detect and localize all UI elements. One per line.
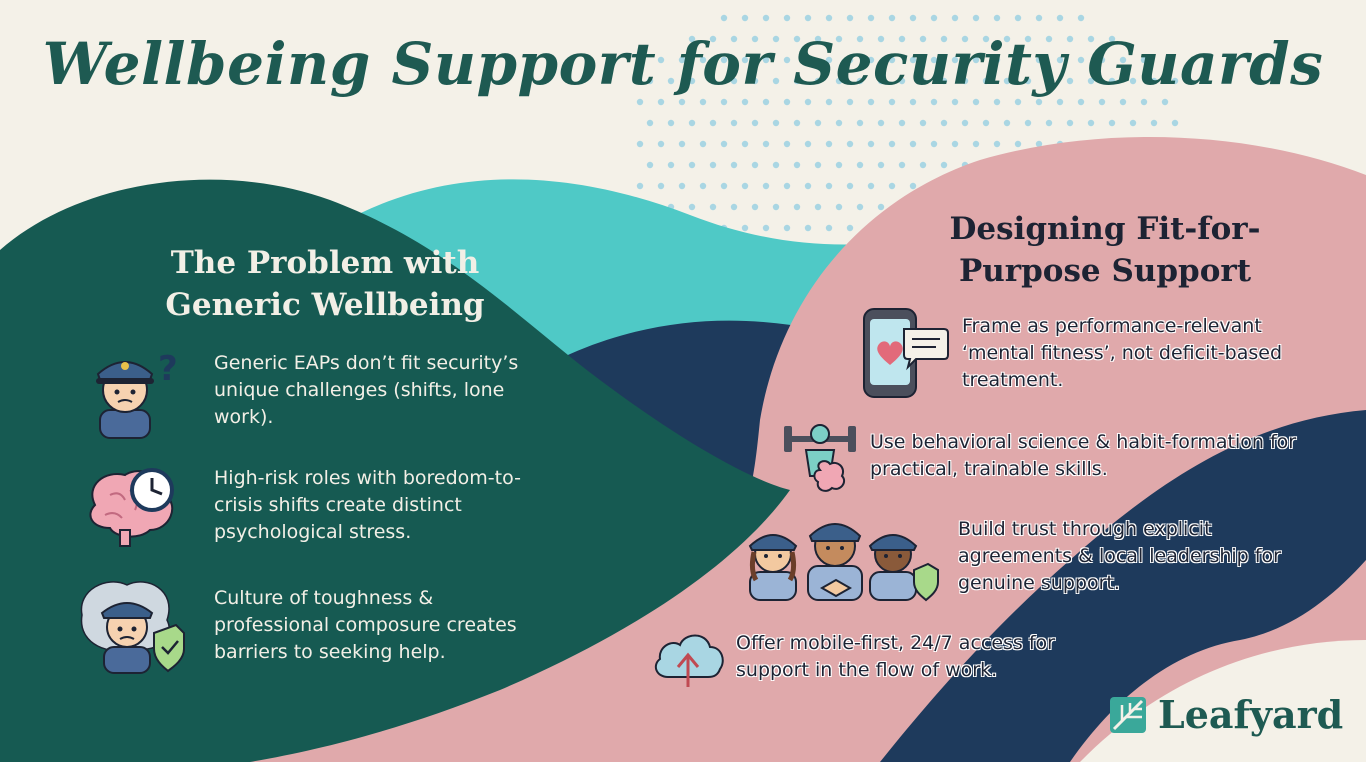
leaf-logo-icon <box>1110 696 1146 733</box>
dark-teal-wave <box>0 179 790 762</box>
brand-name: Leafyard <box>1158 692 1344 737</box>
solution-item: Use behavioral science & habit-formation… <box>782 418 1322 494</box>
problem-heading-line1: The Problem with <box>170 245 480 281</box>
solution-text: Frame as performance-relevant ‘mental fi… <box>962 314 1283 391</box>
solution-item: Frame as performance-relevant ‘mental fi… <box>860 305 1330 401</box>
solution-heading-line2: Purpose Support <box>958 253 1252 289</box>
problem-heading-line2: Generic Wellbeing <box>165 287 485 323</box>
page-title: Wellbeing Support for Security Guards <box>42 30 1324 98</box>
cream-corner <box>1080 640 1366 762</box>
problem-item: High-risk roles with boredom-to-crisis s… <box>80 460 560 550</box>
navy-bottom-wave <box>880 410 1366 762</box>
dumbbell-brain-icon <box>784 424 856 492</box>
guard-team-handshake-icon <box>748 523 939 602</box>
phone-heart-icon <box>863 308 949 398</box>
cloud-upload-icon <box>654 634 724 687</box>
problem-item: ? Generic EAPs don’t fit security’s uniq… <box>80 340 560 440</box>
solution-heading: Designing Fit-for- Purpose Support <box>900 208 1310 292</box>
problem-text: Culture of toughness & professional comp… <box>214 586 517 663</box>
problem-item: Culture of toughness & professional comp… <box>72 575 562 675</box>
svg-text:?: ? <box>158 349 178 389</box>
solution-text: Offer mobile-first, 24/7 access for supp… <box>736 632 1055 681</box>
solution-heading-line1: Designing Fit-for- <box>949 211 1261 247</box>
stressed-guard-shield-icon <box>80 581 185 674</box>
brand-logo: Leafyard <box>1108 692 1343 737</box>
solution-item: Build trust through explicit agreements … <box>742 510 1302 602</box>
confused-guard-icon: ? <box>96 349 178 439</box>
solution-text: Build trust through explicit agreements … <box>958 517 1281 594</box>
problem-text: Generic EAPs don’t fit security’s unique… <box>214 351 519 428</box>
brain-clock-icon <box>89 468 174 547</box>
solution-text: Use behavioral science & habit-formation… <box>870 431 1297 480</box>
solution-item: Offer mobile-first, 24/7 access for supp… <box>650 625 1090 689</box>
problem-heading: The Problem with Generic Wellbeing <box>130 242 520 326</box>
problem-text: High-risk roles with boredom-to-crisis s… <box>214 466 521 543</box>
